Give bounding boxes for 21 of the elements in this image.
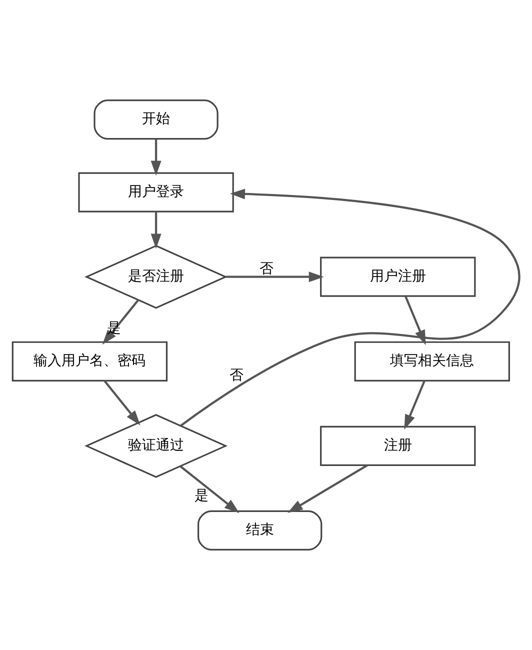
arrow — [288, 464, 368, 513]
arrow — [180, 466, 240, 514]
edge-label: 否 — [260, 260, 274, 277]
arrow — [150, 212, 162, 249]
edge-label: 否 — [230, 367, 244, 384]
node-box: 结束 — [198, 510, 322, 551]
arrow — [404, 380, 426, 430]
arrow — [104, 380, 140, 426]
node-box: 注册 — [320, 426, 476, 466]
node-box: 用户注册 — [320, 256, 476, 297]
arrow — [102, 299, 140, 345]
edge-label: 是 — [194, 488, 209, 504]
node-box: 开始 — [94, 99, 218, 140]
node-box: 输入用户名、密码 — [12, 341, 168, 382]
arrow — [150, 139, 162, 176]
arrow — [180, 188, 520, 427]
arrow — [226, 272, 324, 282]
node-box: 用户登录 — [78, 172, 234, 212]
node-box: 填写相关信息 — [354, 341, 510, 382]
node-diamond: 是否注册 — [84, 244, 228, 309]
node-diamond: 验证通过 — [84, 414, 228, 478]
